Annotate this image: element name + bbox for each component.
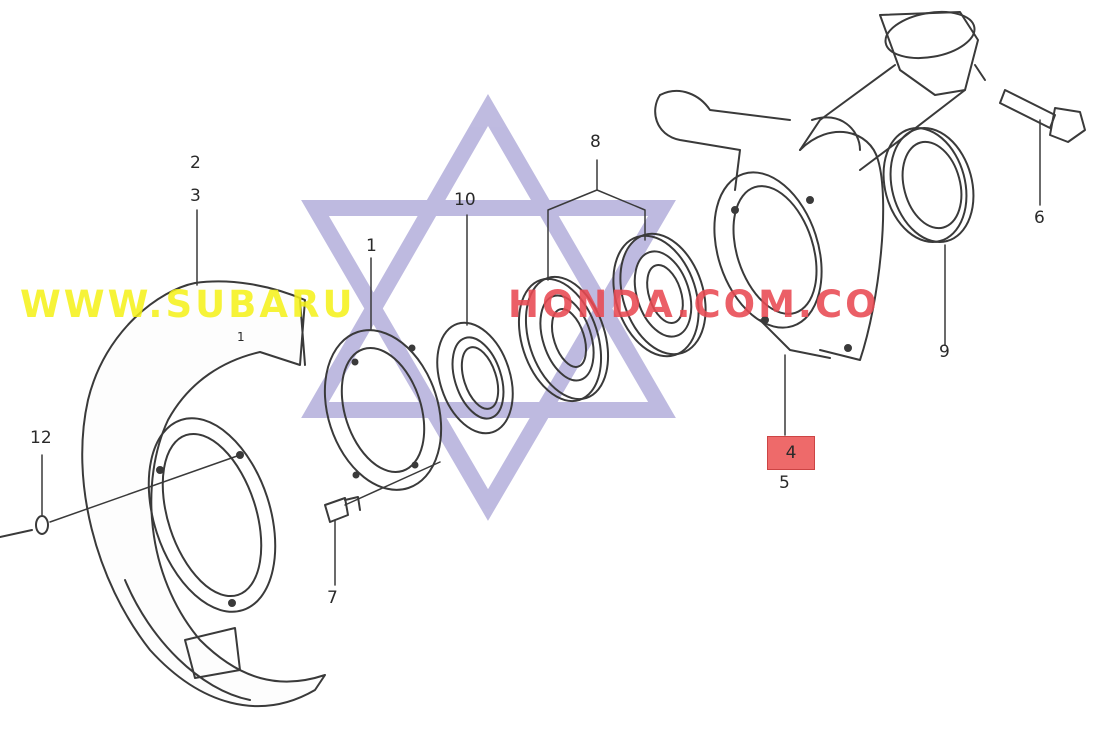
oil-seal-part: [436, 321, 514, 435]
star-watermark: [301, 94, 676, 521]
callout-1-shield: 1: [237, 330, 245, 344]
callout-3: 3: [190, 186, 201, 206]
callout-10: 10: [454, 190, 476, 210]
callout-7: 7: [327, 588, 338, 608]
callout-6: 6: [1034, 208, 1045, 228]
dust-shield-part: [81, 280, 326, 708]
callout-4-highlighted: 4: [767, 436, 815, 470]
bearing-outer-part: [612, 232, 707, 358]
callout-2: 2: [190, 153, 201, 173]
watermark-text-yellow: WWW.SUBARU: [20, 283, 356, 326]
callout-1-gasket: 1: [366, 236, 377, 256]
gasket-part: [323, 329, 443, 491]
callout-12: 12: [30, 428, 52, 448]
callout-5: 5: [779, 473, 790, 493]
callout-9: 9: [939, 342, 950, 362]
callout-8: 8: [590, 132, 601, 152]
screw-part: [324, 496, 361, 523]
hub-seal-part: [882, 127, 975, 243]
bolt-part: [974, 64, 1086, 143]
leader-lines: [41, 119, 1041, 586]
nut-part: [0, 515, 49, 538]
watermark-text-red: HONDA.COM.CO: [508, 283, 880, 326]
